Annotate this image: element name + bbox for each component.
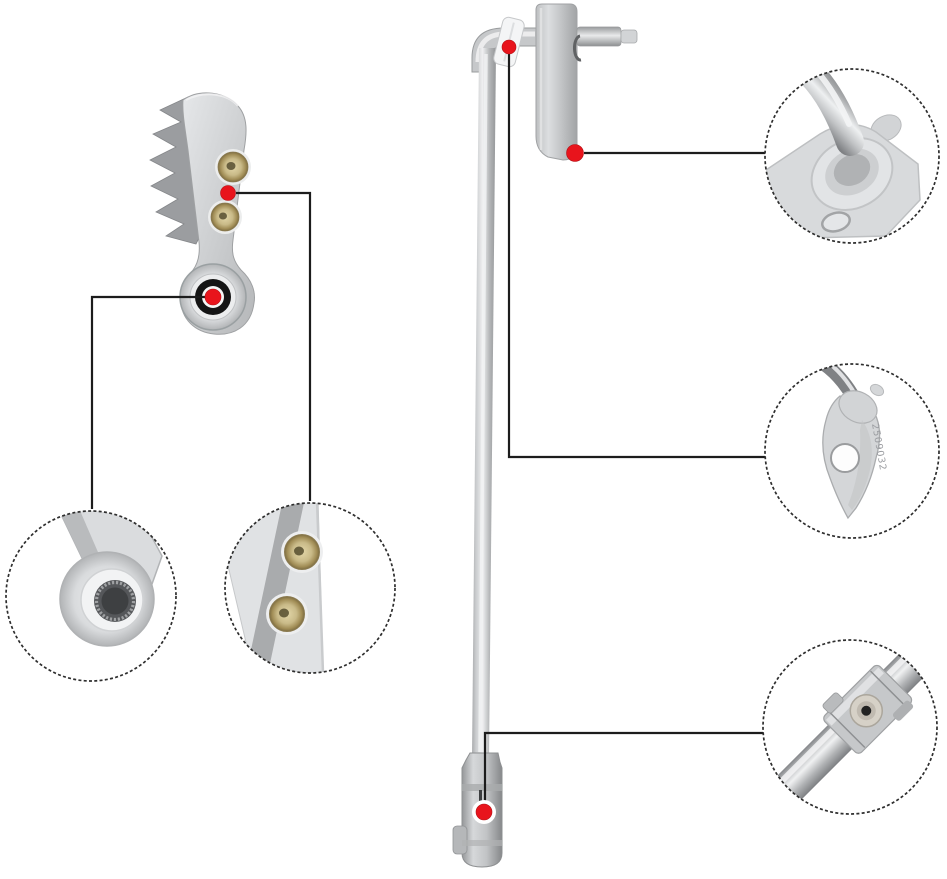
rod-closeup-highlight xyxy=(803,69,852,127)
leader-line xyxy=(90,295,206,509)
rod-shaft-highlight xyxy=(478,53,488,753)
shift-rod-assembly xyxy=(452,3,638,868)
callout-rod-grommet xyxy=(764,68,940,244)
marker-rod-coupler xyxy=(475,803,493,821)
callout-circle-border xyxy=(224,502,396,674)
bracket-pin-tip xyxy=(620,29,638,44)
plate-nub xyxy=(869,383,885,397)
marker-lever-screws xyxy=(220,185,236,201)
plate-hole xyxy=(830,443,860,473)
callout-content-spline xyxy=(56,511,163,647)
lever-body-highlight xyxy=(185,93,239,107)
callout-content-plate: 2509032 xyxy=(811,364,888,520)
pivot-pin-hole xyxy=(861,705,872,716)
plate-oval-hole xyxy=(821,211,851,233)
point-markers xyxy=(204,39,584,824)
callout-coupler-joint xyxy=(762,639,938,815)
coupler-seam xyxy=(462,784,502,791)
callout-circle-border xyxy=(762,639,938,815)
coupler-band xyxy=(462,840,502,846)
callout-circle-border xyxy=(764,363,940,539)
clamp-tab-lower xyxy=(892,700,914,721)
clamp-tab-upper xyxy=(822,692,844,714)
rod-closeup xyxy=(784,69,864,156)
clamp-collar-highlight xyxy=(825,667,884,726)
spline-teeth xyxy=(94,580,136,622)
marker-rod-top-clip xyxy=(501,39,517,55)
callout-spline-bore xyxy=(5,510,177,682)
marker-rod-bracket xyxy=(566,144,584,162)
leader-line xyxy=(507,54,765,459)
collar-seam xyxy=(869,670,907,708)
callout-brass-screws xyxy=(224,502,396,674)
lever-plate-edge xyxy=(315,503,325,673)
callout-content-grommet xyxy=(765,69,921,239)
callout-lever-plate: 2509032 xyxy=(764,363,940,539)
coupler-slit xyxy=(479,790,482,804)
screw-socket xyxy=(226,162,236,170)
callout-content-coupler xyxy=(763,640,937,814)
leader-line xyxy=(236,191,312,501)
leader-lines xyxy=(90,54,765,803)
spline-bore-center xyxy=(101,587,129,615)
bracket-pin xyxy=(576,26,622,47)
marker-lever-pivot xyxy=(204,288,222,306)
lever-arm-bevel xyxy=(58,511,104,566)
retaining-c-clip xyxy=(573,34,582,62)
plate-shading xyxy=(848,420,872,510)
screw-socket xyxy=(219,212,227,220)
grommet-hole xyxy=(833,154,871,186)
plate-boss xyxy=(838,390,878,424)
leader-line xyxy=(483,731,763,803)
collar-seam xyxy=(828,711,866,749)
screw-socket xyxy=(294,546,304,556)
callout-content-screws xyxy=(225,503,325,673)
screw-socket xyxy=(279,608,289,618)
callout-circle-border xyxy=(5,510,177,682)
callout-circle-border xyxy=(764,68,940,244)
